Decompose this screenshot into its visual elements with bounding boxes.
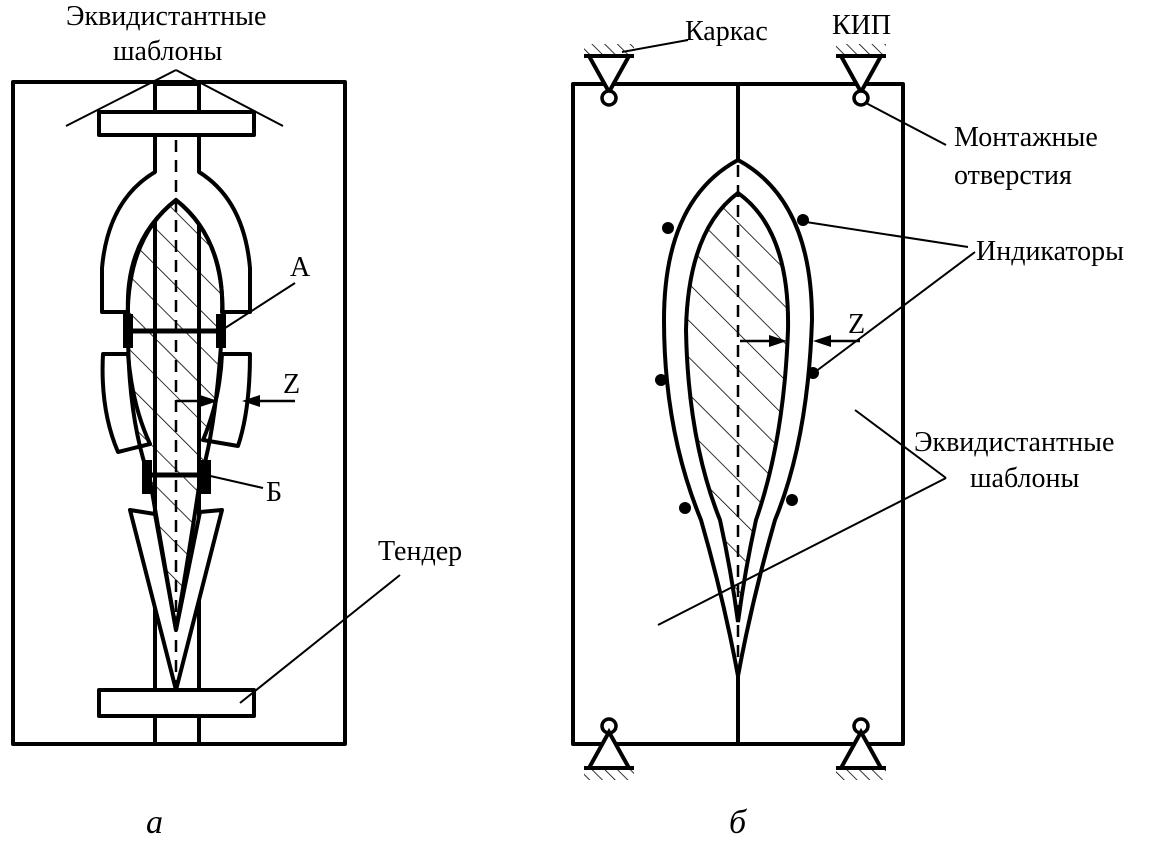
label-kip: КИП (832, 10, 891, 41)
label-indicators: Индикаторы (976, 236, 1124, 267)
panel-a-leaders (65, 69, 401, 704)
indicator-dot (679, 502, 691, 514)
support-bottom-left (584, 717, 634, 780)
label-b: Б (266, 477, 282, 508)
label-z: Z (283, 369, 300, 400)
indicator-dot (786, 494, 798, 506)
z-gap-arrows-b (740, 335, 860, 347)
label-tender: Тендер (378, 536, 462, 567)
label-a: А (290, 252, 311, 283)
panel-a: Эквидистантные шаблоны А Z Б Тендер а (11, 1, 462, 841)
label-z-b: Z (848, 309, 865, 340)
caption-b: б (729, 804, 748, 841)
support-bottom-right (836, 717, 886, 780)
indicators (655, 214, 819, 514)
top-template-plate (97, 110, 256, 137)
support-top-left (584, 44, 634, 107)
label-templates-line2: шаблоны (113, 36, 222, 67)
caption-a: а (146, 804, 163, 841)
indicator-dot (797, 214, 809, 226)
label-templates-line1: Эквидистантные (66, 1, 266, 32)
clamp-b (142, 460, 211, 494)
panel-b: Каркас КИП Монтажные отверстия Индикатор… (571, 10, 1124, 841)
mounting-hole (600, 89, 618, 107)
indicator-dot (662, 222, 674, 234)
z-gap-arrows (176, 395, 295, 407)
label-frame: Каркас (685, 16, 768, 47)
mounting-hole (852, 89, 870, 107)
label-holes-line1: Монтажные (954, 122, 1098, 153)
label-holes-line2: отверстия (954, 160, 1072, 191)
panel-b-leaders (621, 39, 976, 626)
label-templates-b-line1: Эквидистантные (914, 427, 1114, 458)
label-templates-b-line2: шаблоны (970, 463, 1079, 494)
tender-plate (97, 688, 256, 718)
indicator-dot (807, 367, 819, 379)
indicator-dot (655, 374, 667, 386)
support-top-right (836, 44, 886, 107)
